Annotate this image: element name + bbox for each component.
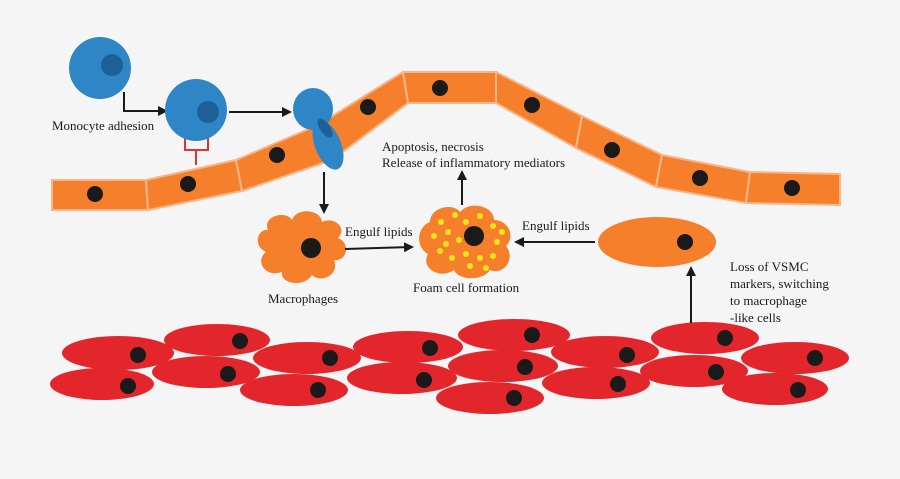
foam-cell <box>419 205 511 279</box>
label-engulf-lipids-right: Engulf lipids <box>522 218 590 233</box>
label-vsmc-line2: markers, switching <box>730 276 829 291</box>
arrow-macrophage-to-foam <box>344 242 414 253</box>
vsmc-cell <box>640 355 748 387</box>
vsmc-cell <box>436 382 544 414</box>
lipid-droplets <box>431 212 505 271</box>
monocyte-transmigrating <box>293 88 344 170</box>
label-macrophages: Macrophages <box>268 291 338 306</box>
label-vsmc-line3: to macrophage <box>730 293 807 308</box>
vsmc-cell <box>551 336 659 368</box>
label-apoptosis: Apoptosis, necrosis <box>382 139 484 154</box>
label-engulf-lipids-left: Engulf lipids <box>345 224 413 239</box>
label-vsmc-line4: -like cells <box>730 310 781 325</box>
vsmc-cell <box>253 342 361 374</box>
endothelial-layer <box>51 70 841 212</box>
vsmc-cell <box>62 336 174 370</box>
vsmc-cell <box>152 356 260 388</box>
vsmc-cell <box>164 324 270 356</box>
vsmc-cell <box>353 331 463 363</box>
vsmc-cell <box>448 350 558 382</box>
label-monocyte-adhesion: Monocyte adhesion <box>52 118 155 133</box>
vsmc-cell <box>347 362 457 394</box>
vsmc-cell <box>50 368 154 400</box>
vsmc-cell <box>651 322 759 354</box>
label-foam-cell-formation: Foam cell formation <box>413 280 520 295</box>
macrophage <box>257 211 347 284</box>
monocyte-adhering <box>165 79 227 141</box>
macrophage-like-vsmc <box>598 217 716 267</box>
vsmc-cell <box>542 367 650 399</box>
vsmc-cell <box>240 374 348 406</box>
vsmc-cell <box>458 319 570 351</box>
arrow-monocyte-to-adhesion <box>123 92 168 116</box>
smooth-muscle-layer <box>50 319 849 414</box>
label-vsmc-line1: Loss of VSMC <box>730 259 809 274</box>
vsmc-cell <box>722 373 828 405</box>
label-release-mediators: Release of inflammatory mediators <box>382 155 565 170</box>
monocyte-free <box>69 37 131 99</box>
vsmc-cell <box>741 342 849 374</box>
receptor-icon <box>184 135 209 165</box>
